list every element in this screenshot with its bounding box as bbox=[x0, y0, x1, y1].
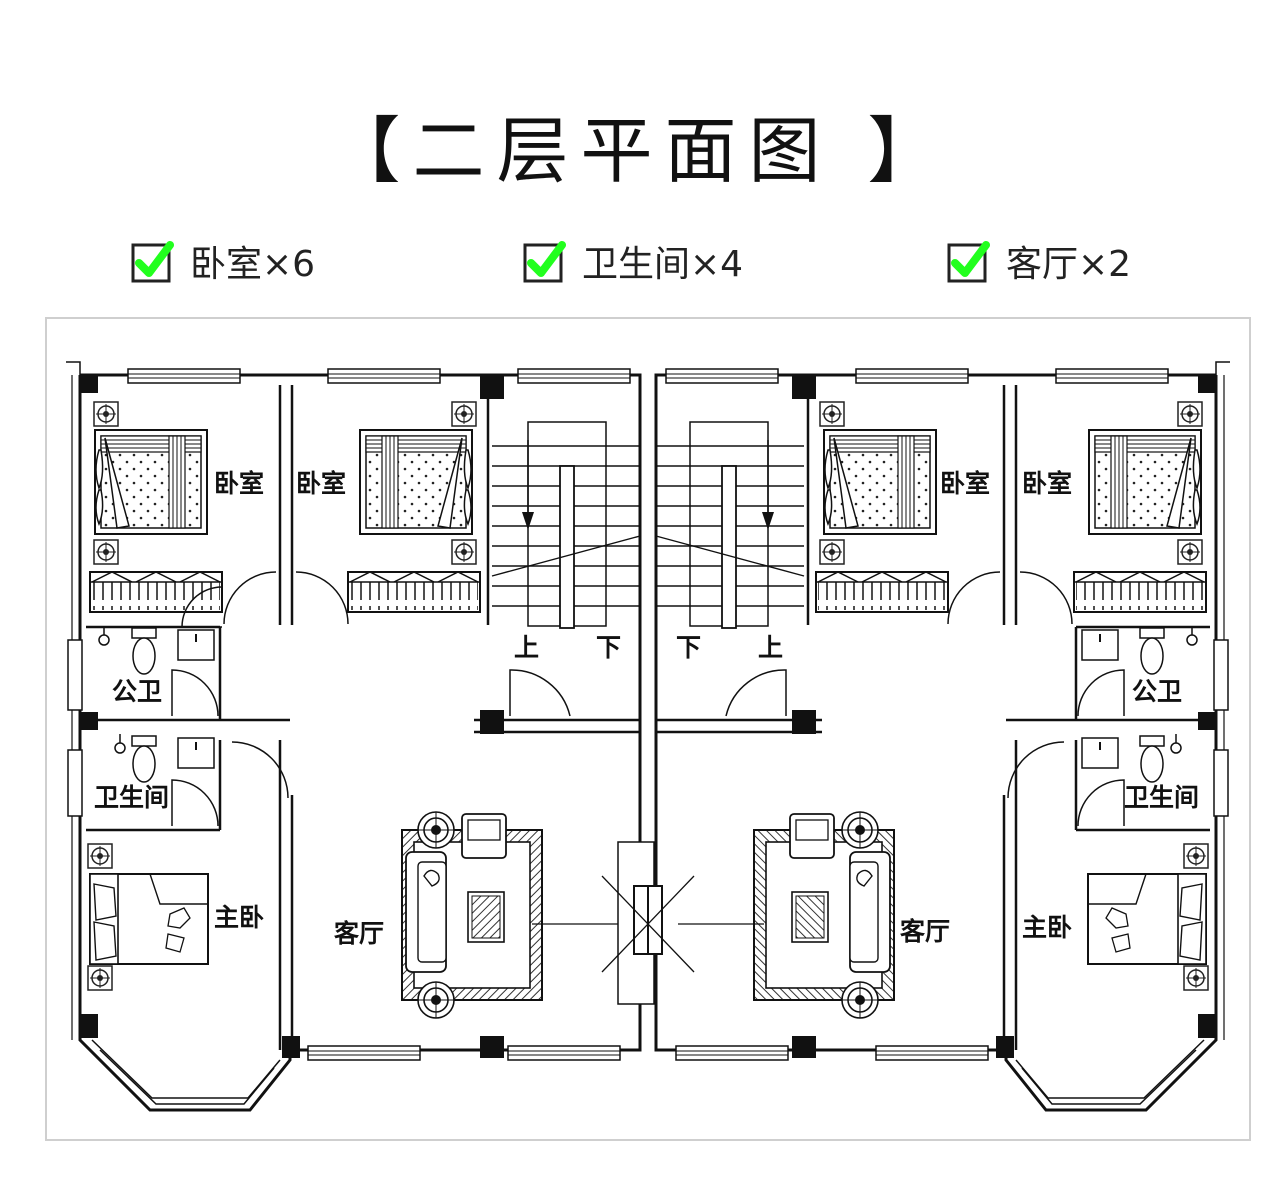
stat-bathrooms: 卫生间×4 bbox=[522, 236, 743, 286]
stair-label-down-left: 下 bbox=[596, 633, 621, 662]
room-label-master-bedroom-right: 主卧 bbox=[1022, 913, 1072, 942]
room-label-master-bedroom-left: 主卧 bbox=[214, 903, 264, 932]
stair-label-up-left: 上 bbox=[514, 633, 539, 662]
room-label-bedroom-1: 卧室 bbox=[214, 469, 264, 498]
stair-label-up-right: 上 bbox=[758, 633, 783, 662]
room-label-bedroom-4: 卧室 bbox=[1022, 469, 1072, 498]
stat-living-rooms: 客厅×2 bbox=[946, 236, 1131, 286]
stat-label-living-rooms: 客厅×2 bbox=[1006, 244, 1132, 285]
checkbox-checked-icon bbox=[947, 241, 990, 283]
plan-frame bbox=[45, 317, 1251, 1141]
room-label-bedroom-2: 卧室 bbox=[296, 469, 346, 498]
checkbox-checked-icon bbox=[523, 241, 566, 283]
page-title: 【二层平面图 】 bbox=[328, 109, 952, 193]
stat-label-bedrooms: 卧室×6 bbox=[190, 244, 316, 285]
room-label-bathroom-right: 卫生间 bbox=[1124, 783, 1199, 812]
left-unit bbox=[66, 361, 655, 1112]
stat-label-bathrooms: 卫生间×4 bbox=[582, 244, 744, 285]
room-label-living-room-right: 客厅 bbox=[900, 917, 950, 946]
checkbox-checked-icon bbox=[131, 241, 174, 283]
room-label-bedroom-3: 卧室 bbox=[940, 469, 990, 498]
room-label-public-bath-left: 公卫 bbox=[112, 677, 162, 706]
room-label-public-bath-right: 公卫 bbox=[1132, 677, 1182, 706]
room-label-living-room-left: 客厅 bbox=[334, 919, 384, 948]
center-double-door bbox=[601, 875, 695, 973]
stair-label-down-right: 下 bbox=[676, 633, 701, 662]
room-label-bathroom-left: 卫生间 bbox=[94, 783, 169, 812]
right-unit bbox=[654, 361, 1230, 1112]
stat-bedrooms: 卧室×6 bbox=[130, 236, 315, 286]
